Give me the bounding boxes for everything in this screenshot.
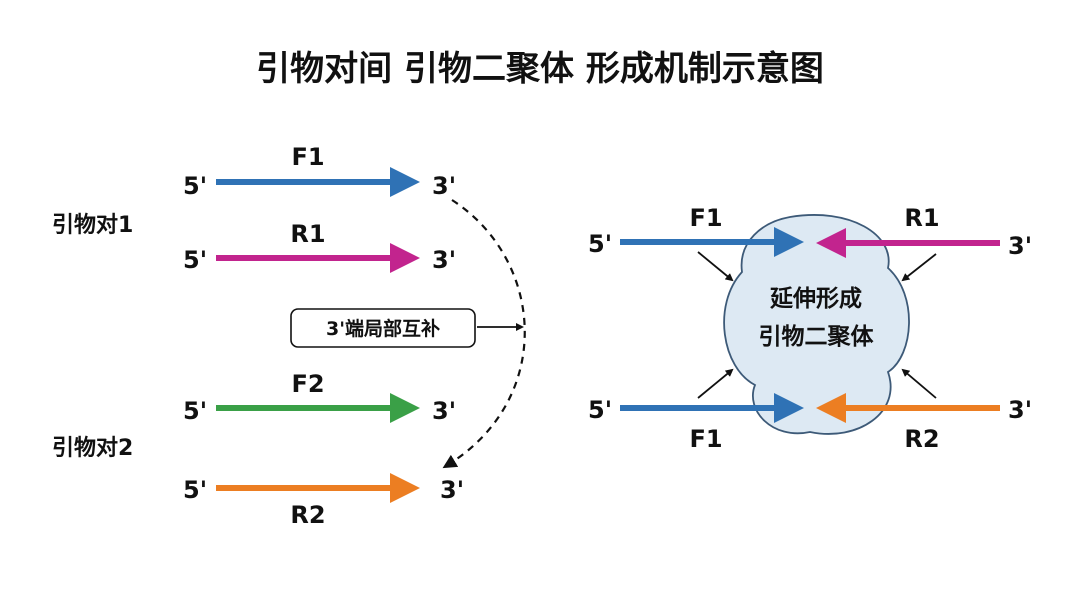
complementarity-dashed-curve xyxy=(442,199,526,469)
pointer-arrow-bottom-right xyxy=(901,368,937,399)
primer-f1-bottom-right-panel: 5' F1 xyxy=(588,393,804,453)
r2-3prime-label: 3' xyxy=(440,476,464,504)
r1-top-name-label: R1 xyxy=(904,204,939,232)
pointer-arrow-top-right xyxy=(901,253,937,282)
complementarity-box xyxy=(290,308,476,348)
diagram-title: 引物对间 引物二聚体 形成机制示意图 xyxy=(256,49,824,89)
f1-5prime-label: 5' xyxy=(183,172,207,200)
group1-label: 引物对1 xyxy=(52,212,133,238)
f2-name-label: F2 xyxy=(291,370,324,398)
cloud-text-line1: 延伸形成 xyxy=(769,286,862,312)
f1-top-5prime-label: 5' xyxy=(588,230,612,258)
f1-top-name-label: F1 xyxy=(689,204,722,232)
f1-3prime-label: 3' xyxy=(432,172,456,200)
cloud-text-line2: 引物二聚体 xyxy=(759,323,875,350)
primer-r1-left: 5' R1 3' xyxy=(183,220,456,274)
r2-bottom-name-label: R2 xyxy=(904,425,939,453)
group2-label: 引物对2 xyxy=(52,435,133,461)
r1-5prime-label: 5' xyxy=(183,246,207,274)
primer-r2-bottom-right-panel: R2 3' xyxy=(816,393,1032,453)
primer-f2-left: 5' F2 3' xyxy=(183,370,456,425)
f2-5prime-label: 5' xyxy=(183,397,207,425)
r1-top-3prime-label: 3' xyxy=(1008,232,1032,260)
r1-3prime-label: 3' xyxy=(432,246,456,274)
r1-name-label: R1 xyxy=(290,220,325,248)
primer-f1-top-right-panel: 5' F1 xyxy=(588,204,804,258)
f1-name-label: F1 xyxy=(291,143,324,171)
pointer-arrow-bottom-left xyxy=(697,368,734,399)
f2-3prime-label: 3' xyxy=(432,397,456,425)
complementarity-label: 3'端局部互补 xyxy=(326,317,440,340)
pointer-arrow-top-left xyxy=(697,251,734,282)
primer-r2-left: 5' R2 3' xyxy=(183,473,464,529)
dimer-cloud xyxy=(723,214,910,435)
complementarity-callout: 3'端局部互补 xyxy=(290,308,524,348)
primer-r1-top-right-panel: R1 3' xyxy=(816,204,1032,260)
r2-bottom-3prime-label: 3' xyxy=(1008,396,1032,424)
f1-bottom-5prime-label: 5' xyxy=(588,396,612,424)
primer-f1-left: 5' F1 3' xyxy=(183,143,456,200)
r2-5prime-label: 5' xyxy=(183,476,207,504)
r2-name-label: R2 xyxy=(290,501,325,529)
f1-bottom-name-label: F1 xyxy=(689,425,722,453)
